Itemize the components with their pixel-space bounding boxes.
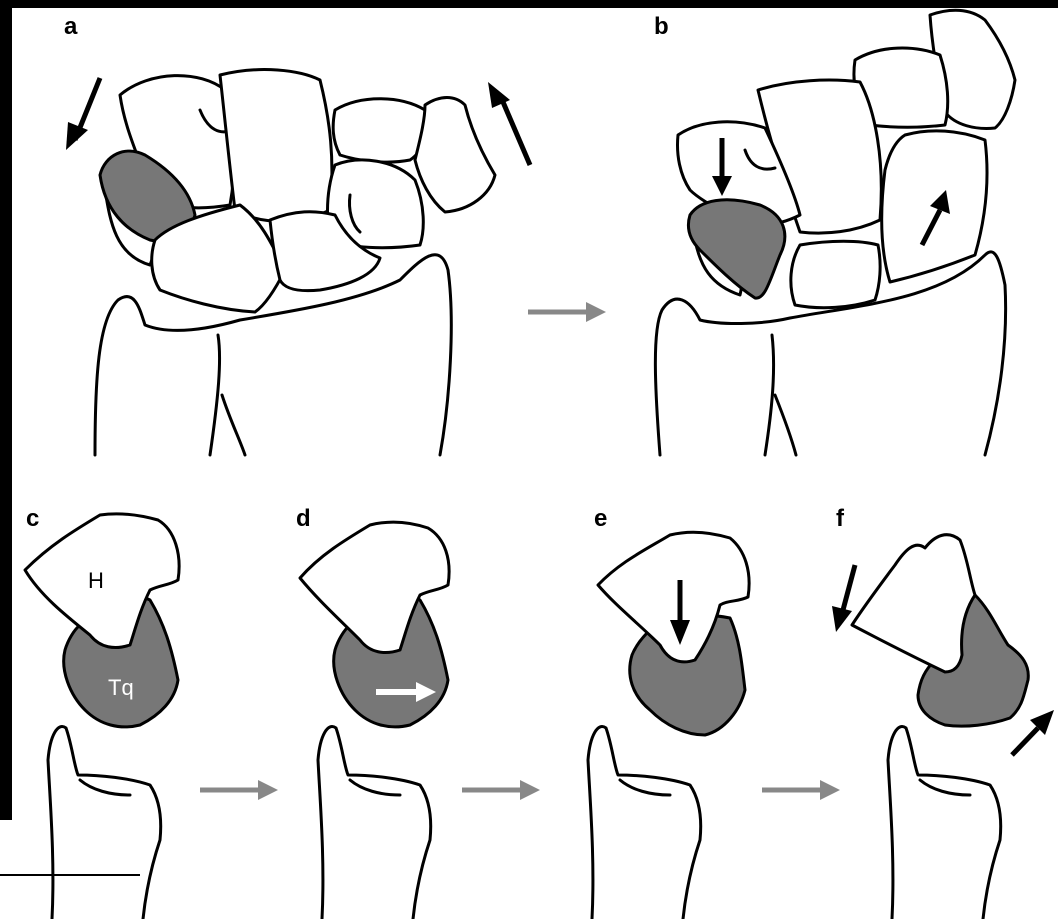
panel-label-d: d xyxy=(296,505,311,532)
panel-label-e: e xyxy=(594,505,607,532)
panel-label-c: c xyxy=(26,505,39,532)
top-border xyxy=(0,0,1058,8)
panel-label-a: a xyxy=(64,13,78,40)
carpal-bone-a3 xyxy=(333,99,427,162)
hamate-label-c: H xyxy=(88,568,104,593)
triquetrum-label-c: Tq xyxy=(108,675,134,700)
panel-label-f: f xyxy=(836,505,845,532)
carpal-bone-b6 xyxy=(791,241,880,307)
carpal-bone-a2 xyxy=(220,70,332,222)
left-border xyxy=(0,0,12,919)
panel-label-b: b xyxy=(654,13,669,40)
bottom-left-panel xyxy=(0,820,140,919)
